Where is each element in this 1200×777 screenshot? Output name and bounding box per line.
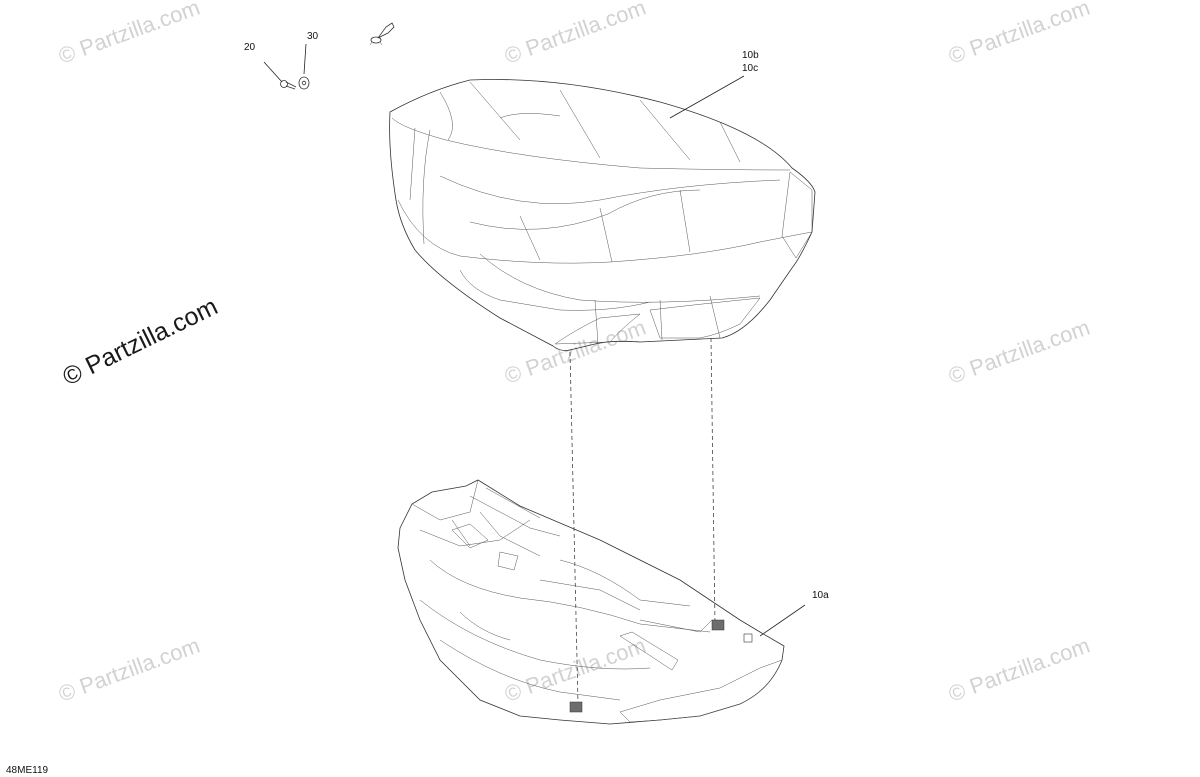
push-rivet[interactable] (369, 22, 395, 46)
callout-30[interactable]: 30 (307, 31, 319, 42)
watermark-1: © Partzilla.com (55, 0, 203, 69)
washer-30[interactable] (298, 76, 310, 90)
watermark-2: © Partzilla.com (501, 0, 649, 69)
leader-10a (759, 604, 806, 637)
alignment-line-left (569, 351, 579, 705)
watermark-5: © Partzilla.com (945, 315, 1093, 389)
seat-cushion[interactable] (389, 79, 816, 351)
watermark-group: © Partzilla.com © Partzilla.com © Partzi… (55, 0, 1093, 707)
callout-20[interactable]: 20 (244, 42, 256, 53)
watermark-6: © Partzilla.com (55, 633, 203, 707)
alignment-line-right (710, 337, 716, 627)
watermark-8: © Partzilla.com (945, 633, 1093, 707)
seat-base[interactable] (397, 479, 785, 725)
watermark-prominent: © Partzilla.com (58, 292, 222, 391)
watermark-3: © Partzilla.com (945, 0, 1093, 69)
callout-10a[interactable]: 10a (812, 590, 829, 601)
figure-code: 48ME119 (6, 765, 49, 776)
callout-10c[interactable]: 10c (742, 63, 758, 74)
watermark-4: © Partzilla.com (501, 315, 649, 389)
callout-10b[interactable]: 10b (742, 50, 759, 61)
screw-20[interactable] (280, 80, 297, 90)
watermark-7: © Partzilla.com (501, 633, 649, 707)
leader-30 (303, 43, 307, 75)
leader-10b (669, 75, 745, 119)
leader-20 (263, 61, 283, 83)
